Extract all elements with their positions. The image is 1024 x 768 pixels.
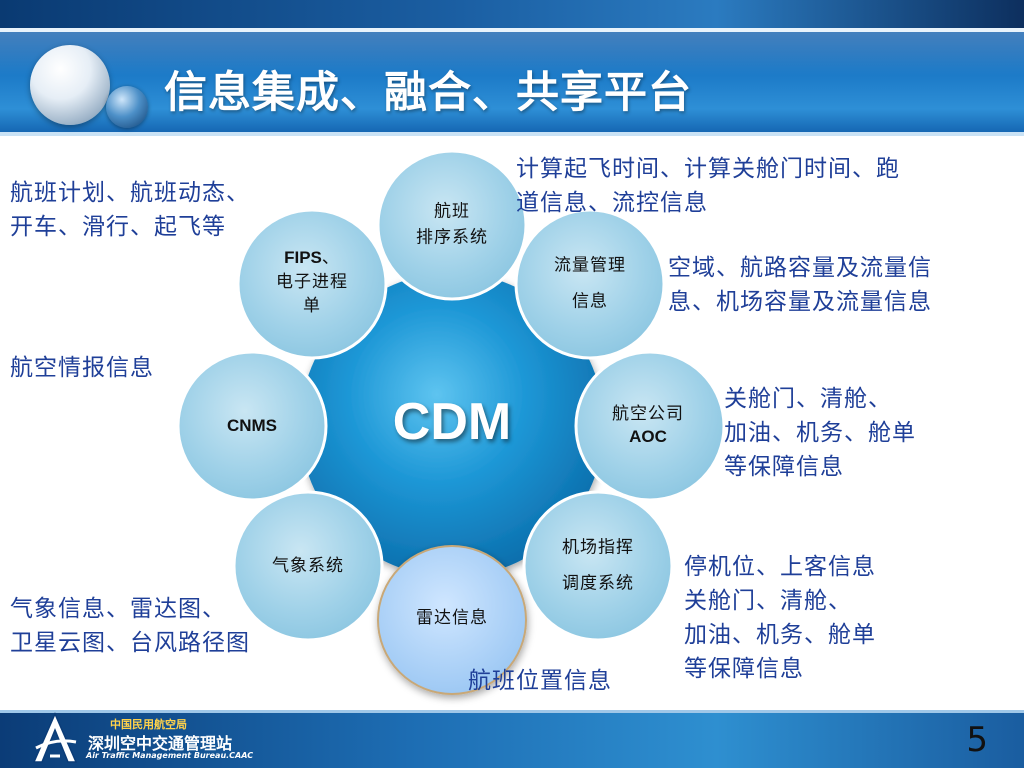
cdm-center-label: CDM — [392, 393, 512, 451]
node-flow-management-circle — [514, 208, 666, 360]
org-name-english: Air Traffic Management Bureau.CAAC — [86, 751, 254, 760]
banner-stripe — [0, 28, 1024, 32]
node-flight-scheduling-line1: 航班 — [434, 201, 470, 222]
note-right-1-line1: 空域、航路容量及流量信 — [668, 255, 932, 281]
note-top-right-line1: 计算起飞时间、计算关舱门时间、跑 — [516, 156, 900, 182]
top-bar — [0, 0, 1024, 28]
node-fips-line3: 单 — [303, 295, 321, 316]
note-bottom: 航班位置信息 — [468, 664, 612, 698]
note-right-2-line3: 等保障信息 — [724, 454, 844, 480]
note-top-right: 计算起飞时间、计算关舱门时间、跑 道信息、流控信息 — [516, 152, 900, 220]
node-cnms-circle — [176, 350, 328, 502]
note-top-left: 航班计划、航班动态、 开车、滑行、起飞等 — [10, 176, 250, 244]
atc-logo-icon — [32, 712, 78, 763]
note-right-3-line2: 关舱门、清舱、 — [684, 588, 852, 614]
node-fips-circle — [236, 208, 388, 360]
node-airport-dispatch-line1: 机场指挥 — [562, 537, 634, 558]
node-radar-text: 雷达信息 — [416, 607, 488, 628]
node-radar-label: 雷达信息 — [416, 605, 488, 631]
node-weather-circle — [232, 490, 384, 642]
node-airline-aoc-line2: AOC — [612, 426, 684, 449]
note-top-left-line2: 开车、滑行、起飞等 — [10, 214, 226, 240]
note-left-mid: 航空情报信息 — [10, 351, 154, 385]
decorative-orb-large — [30, 45, 110, 125]
node-flow-management-line2: 信息 — [572, 291, 608, 311]
note-left-bottom: 气象信息、雷达图、 卫星云图、台风路径图 — [10, 592, 250, 660]
page-number: 5 — [966, 720, 988, 760]
note-top-right-line2: 道信息、流控信息 — [516, 190, 708, 216]
note-top-left-line1: 航班计划、航班动态、 — [10, 180, 250, 206]
cdm-center-circle — [300, 273, 604, 577]
node-flight-scheduling-circle — [376, 149, 528, 301]
note-right-2: 关舱门、清舱、 加油、机务、舱单 等保障信息 — [724, 382, 916, 484]
slide-title: 信息集成、融合、共享平台 — [164, 68, 692, 118]
org-name-line2: 深圳空中交通管理站 — [88, 734, 233, 753]
node-airline-aoc-circle — [574, 350, 726, 502]
node-radar-circle — [377, 545, 527, 695]
node-airline-aoc-acronym: AOC — [629, 427, 667, 446]
note-left-bottom-line1: 气象信息、雷达图、 — [10, 596, 226, 622]
node-cnms-text: CNMS — [226, 415, 278, 435]
note-right-3-line3: 加油、机务、舱单 — [684, 622, 876, 648]
note-right-3-line4: 等保障信息 — [684, 656, 804, 682]
note-right-2-line1: 关舱门、清舱、 — [724, 386, 892, 412]
node-cnms-label: CNMS — [227, 413, 277, 439]
decorative-orb-small — [106, 86, 148, 128]
note-bottom-line1: 航班位置信息 — [468, 668, 612, 694]
note-right-3: 停机位、上客信息 关舱门、清舱、 加油、机务、舱单 等保障信息 — [684, 550, 876, 686]
node-airport-dispatch-line2: 调度系统 — [562, 573, 634, 593]
node-fips-acronym: FIPS — [284, 247, 322, 267]
banner-bottom-line — [0, 132, 1024, 136]
title-banner — [0, 28, 1024, 136]
footer-bar — [0, 710, 1024, 768]
node-airline-aoc-line1: 航空公司 — [612, 404, 684, 425]
node-flight-scheduling-line2: 排序系统 — [416, 228, 488, 248]
node-flow-management-label: 流量管理 信息 — [554, 248, 626, 319]
node-fips-label: FIPS、 电子进程 单 — [276, 246, 348, 318]
banner-shine — [0, 32, 1024, 76]
note-right-2-line2: 加油、机务、舱单 — [724, 420, 916, 446]
node-flight-scheduling-label: 航班 排序系统 — [416, 199, 488, 252]
note-right-1: 空域、航路容量及流量信 息、机场容量及流量信息 — [668, 251, 932, 319]
org-name-line1: 中国民用航空局 — [110, 718, 187, 731]
node-weather-text: 气象系统 — [272, 555, 344, 576]
node-flow-management-line1: 流量管理 — [554, 255, 626, 276]
node-weather-label: 气象系统 — [272, 553, 344, 579]
node-fips-line1: FIPS、 — [276, 246, 348, 271]
note-left-bottom-line2: 卫星云图、台风路径图 — [10, 630, 250, 656]
note-left-mid-line1: 航空情报信息 — [10, 355, 154, 381]
note-right-3-line1: 停机位、上客信息 — [684, 554, 876, 580]
note-right-1-line2: 息、机场容量及流量信息 — [668, 289, 932, 315]
node-airport-dispatch-circle — [522, 490, 674, 642]
node-fips-line2: 电子进程 — [276, 271, 348, 292]
footer-top-line — [0, 710, 1024, 713]
node-fips-separator: 、 — [321, 247, 340, 268]
node-airline-aoc-label: 航空公司 AOC — [612, 403, 684, 449]
node-airport-dispatch-label: 机场指挥 调度系统 — [562, 530, 634, 601]
